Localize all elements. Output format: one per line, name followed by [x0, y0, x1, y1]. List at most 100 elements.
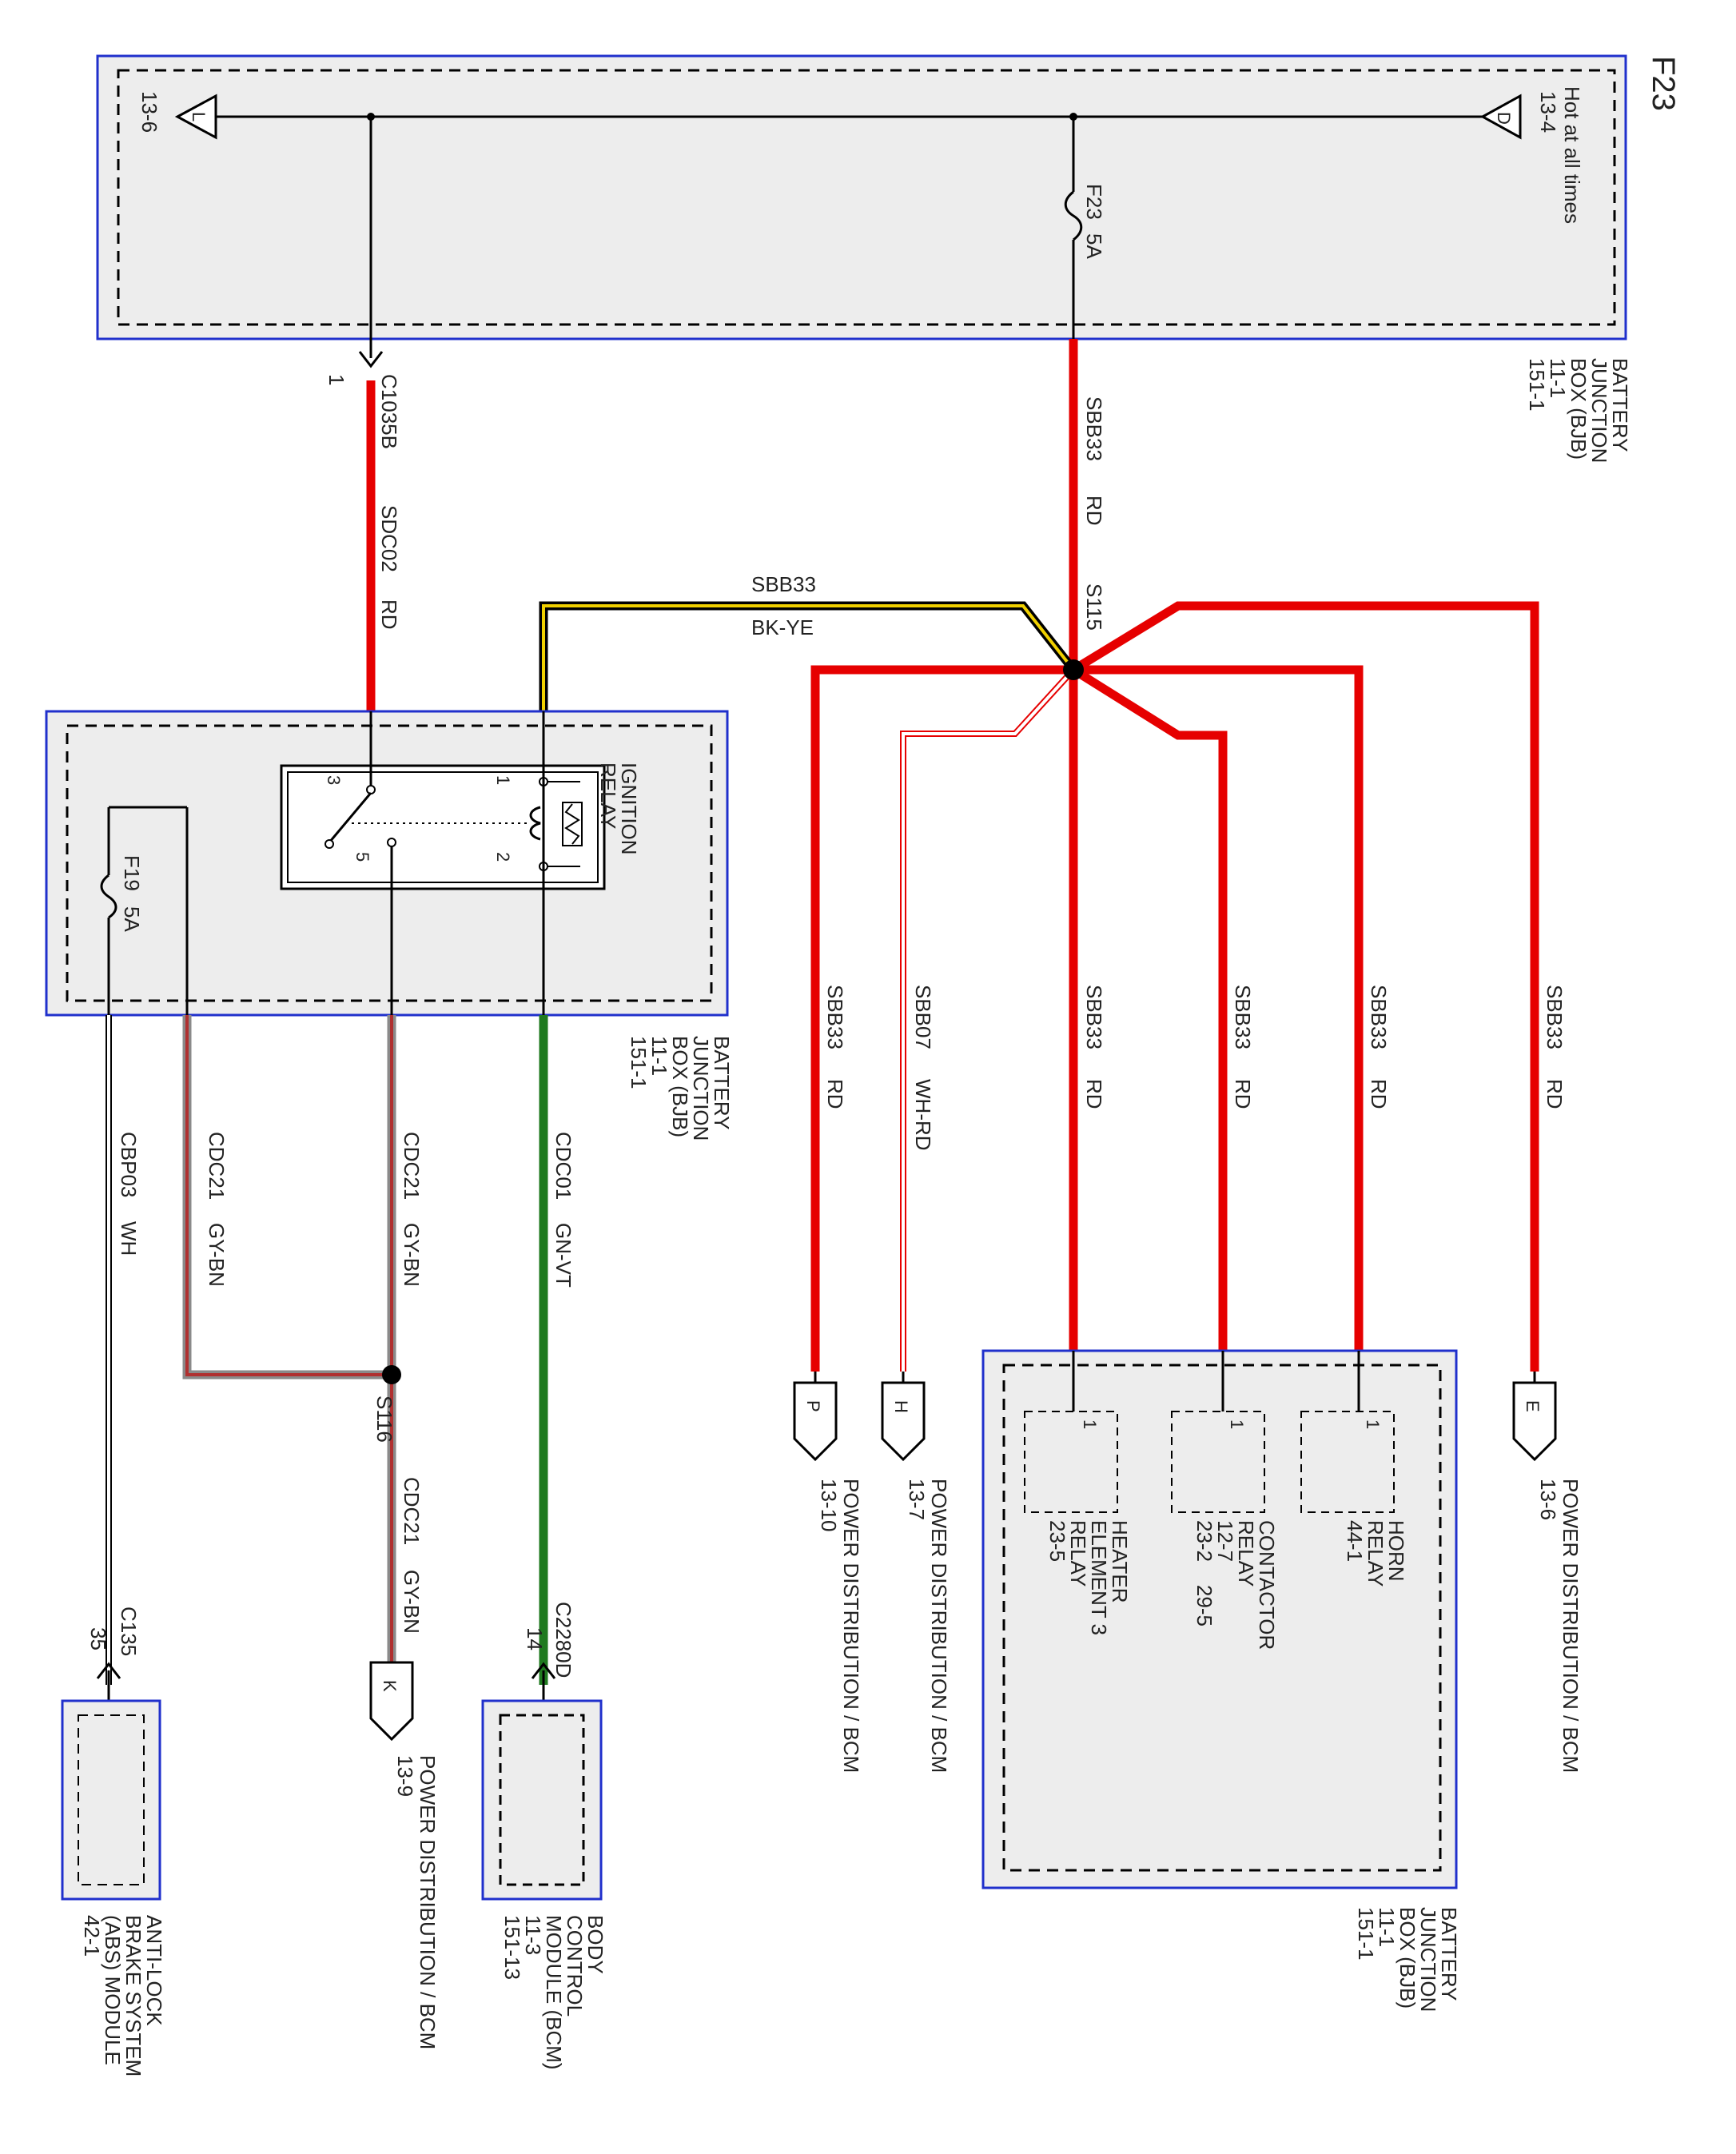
diagram-label: HEATER	[1108, 1520, 1132, 1603]
wire-label: CDC21	[400, 1132, 424, 1200]
diagram-label: RELAY	[1364, 1520, 1388, 1587]
wire-label: GY-BN	[400, 1570, 424, 1634]
wire-label: RD	[1231, 1079, 1255, 1109]
wire-label: RD	[377, 599, 401, 630]
diagram-label: 42-1	[80, 1915, 104, 1957]
diagram-label: BODY	[583, 1915, 607, 1974]
page-ref-connector-icon	[369, 1661, 414, 1742]
diagram-label: 12-7	[1213, 1520, 1237, 1562]
bottom-bjb-box	[981, 1349, 1458, 1889]
fuse-f19-name: F19	[120, 855, 144, 891]
diagram-label: 44-1	[1343, 1520, 1367, 1562]
wire-label: SBB33	[1231, 985, 1255, 1049]
diagram-label: 1	[1080, 1419, 1100, 1429]
diagram-label: 13-10	[817, 1479, 841, 1532]
ignition-bjb-label: BATTERY JUNCTION BOX (BJB) 11-1 151-1	[627, 1036, 734, 1141]
diagram-label: 11-3	[521, 1915, 545, 1955]
diagram-label: HORN	[1384, 1520, 1408, 1582]
diagram-label: BATTERY	[710, 1036, 734, 1130]
diagram-label: RELAY	[1234, 1520, 1258, 1587]
fuse-f23-icon	[1064, 190, 1083, 241]
page-ref-k[interactable]: K POWER DISTRIBUTION / BCM 13-9	[369, 1661, 440, 2049]
diagram-label: 151-1	[1525, 358, 1549, 412]
page-title: F23	[1646, 56, 1681, 111]
diagram-label: 11-1	[1546, 358, 1570, 398]
wire-label: SDC02	[377, 505, 401, 572]
wire-label: SBB33	[1082, 985, 1106, 1049]
diagram-label: 151-1	[627, 1036, 651, 1089]
diagram-label: 151-1	[1354, 1907, 1378, 1961]
conn-l-ref-label: 13-6	[137, 91, 161, 133]
diagram-label: K	[380, 1680, 400, 1692]
diagram-label: RELAY	[1066, 1520, 1090, 1587]
s115-branches	[539, 601, 1539, 1372]
diagram-label: CONTROL	[563, 1915, 587, 2017]
c2280d-connector-icon	[531, 1662, 556, 1679]
relay-pin: 1	[493, 775, 513, 785]
horn-relay: 1 HORN RELAY 44-1	[1343, 1419, 1408, 1587]
diagram-label: CONTACTOR	[1255, 1520, 1279, 1650]
diagram-label: (ABS) MODULE	[101, 1915, 125, 2065]
wire-label: CDC21	[205, 1132, 229, 1200]
wire-label: SBB33	[823, 985, 847, 1049]
wire-label: SBB33	[1082, 396, 1106, 461]
page-ref-connector-icon	[1512, 1381, 1557, 1462]
connector-d-icon	[1479, 94, 1522, 140]
page-ref-p[interactable]: P POWER DISTRIBUTION / BCM 13-10	[793, 1372, 863, 1773]
wire-label: WH	[117, 1221, 141, 1256]
fuse-f23-rating: 5A	[1082, 233, 1106, 259]
wire-label: BK-YE	[751, 615, 814, 639]
diagram-label: JUNCTION	[1416, 1907, 1440, 2012]
c135-connector-icon	[96, 1662, 121, 1679]
wire-label: RD	[823, 1079, 847, 1109]
relay-switch-icon	[328, 792, 372, 843]
wire-label: SBB07	[911, 985, 935, 1049]
relay-label: RELAY	[596, 762, 620, 829]
diagram-label: JUNCTION	[1587, 358, 1611, 463]
abs-module: ANTI-LOCK BRAKE SYSTEM (ABS) MODULE 42-1	[61, 1699, 166, 2076]
c2280d-pin: 14	[523, 1627, 547, 1650]
c135-label: C135	[117, 1607, 141, 1656]
conn-d-letter: D	[1494, 112, 1514, 125]
c135-pin: 35	[86, 1627, 110, 1650]
contactor-relay: 1 CONTACTOR RELAY 12-7 23-2 29-5	[1193, 1419, 1279, 1650]
wire-label: CDC21	[400, 1477, 424, 1545]
diagram-label: 11-1	[647, 1036, 671, 1076]
page-ref-h[interactable]: H POWER DISTRIBUTION / BCM 13-7	[881, 1372, 951, 1773]
diagram-label: POWER DISTRIBUTION / BCM	[839, 1479, 863, 1773]
diagram-label: 23-5	[1045, 1520, 1069, 1562]
connector-l-icon	[174, 94, 217, 140]
c1035b-connector-icon	[358, 351, 384, 368]
wire-label: SBB33	[1367, 985, 1391, 1049]
diagram-label: JUNCTION	[689, 1036, 713, 1141]
diagram-label: P	[803, 1400, 823, 1412]
relay-pin: 3	[324, 775, 344, 785]
diagram-label: 1	[1227, 1419, 1247, 1429]
fuse-f23-name: F23	[1082, 184, 1106, 220]
diagram-label: POWER DISTRIBUTION / BCM	[416, 1755, 440, 2049]
page-ref-e[interactable]: E POWER DISTRIBUTION / BCM 13-6	[1512, 1372, 1583, 1773]
splice-s115-icon	[1063, 659, 1084, 680]
page-ref-connector-icon	[881, 1381, 926, 1462]
diagram-label: POWER DISTRIBUTION / BCM	[1559, 1479, 1583, 1773]
diagram-label: 13-6	[1536, 1479, 1560, 1520]
conn-l-letter: L	[189, 112, 209, 121]
c1035b-pin: 1	[325, 374, 348, 385]
splice-s116-label: S116	[372, 1396, 396, 1443]
wire-label: GN-VT	[551, 1223, 575, 1288]
diagram-label: BATTERY	[1608, 358, 1632, 452]
wire-label: RD	[1082, 1079, 1106, 1109]
diagram-label: 23-2 29-5	[1193, 1520, 1216, 1626]
heater-element-relay: 1 HEATER ELEMENT 3 RELAY 23-5	[1045, 1419, 1132, 1635]
diagram-label: POWER DISTRIBUTION / BCM	[927, 1479, 951, 1773]
diagram-label: 13-7	[905, 1479, 929, 1520]
diagram-label: MODULE (BCM)	[542, 1915, 566, 2070]
wire-label: GY-BN	[205, 1223, 229, 1287]
relay-label: IGNITION	[617, 762, 641, 855]
relay-pin: 5	[352, 852, 372, 862]
diagram-label: H	[891, 1400, 911, 1413]
bottom-bjb-label: BATTERY JUNCTION BOX (BJB) 11-1 151-1	[1354, 1907, 1461, 2012]
wire-label: RD	[1367, 1079, 1391, 1109]
c2280d-label: C2280D	[551, 1602, 575, 1678]
